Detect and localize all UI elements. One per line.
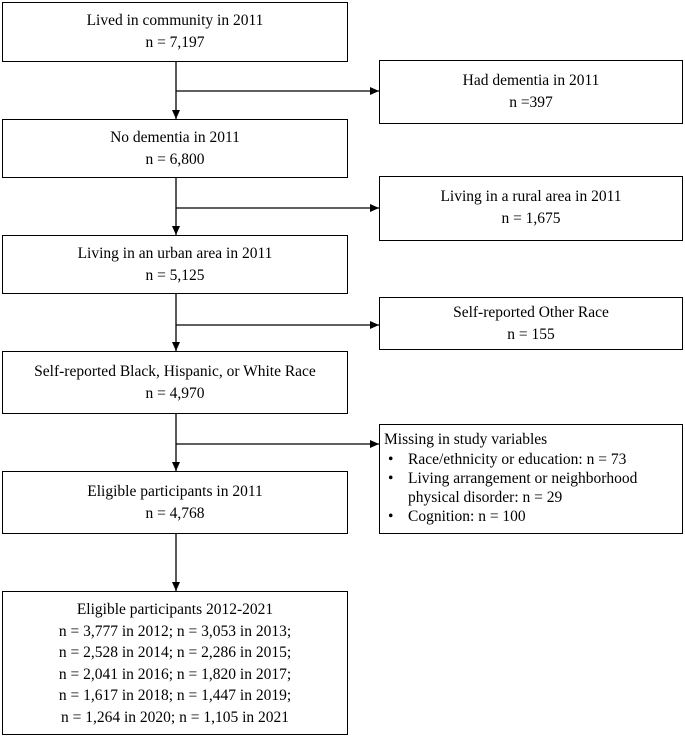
box-title: Living in an urban area in 2011 — [77, 245, 273, 262]
box-rural-area: Living in a rural area in 2011 n = 1,675 — [379, 176, 683, 241]
box-title: Had dementia in 2011 — [462, 72, 600, 89]
missing-item-cognition: Cognition: n = 100 — [380, 507, 682, 526]
box-title: Living in a rural area in 2011 — [440, 188, 622, 205]
box-missing-variables: Missing in study variables Race/ethnicit… — [379, 424, 683, 534]
final-title: Eligible participants 2012-2021 — [76, 601, 274, 618]
box-eligible-2012-2021: Eligible participants 2012-2021 n = 3,77… — [2, 591, 348, 735]
missing-item-living-arrangement: Living arrangement or neighborhood physi… — [380, 469, 682, 507]
box-lived-in-community: Lived in community in 2011 n = 7,197 — [2, 2, 348, 62]
box-title: No dementia in 2011 — [110, 129, 240, 146]
box-eligible-2011: Eligible participants in 2011 n = 4,768 — [2, 471, 348, 534]
box-count: n =397 — [509, 94, 553, 111]
box-count: n = 4,970 — [145, 385, 205, 402]
box-count: n = 5,125 — [145, 267, 205, 284]
missing-list: Race/ethnicity or education: n = 73 Livi… — [380, 450, 682, 526]
box-had-dementia: Had dementia in 2011 n =397 — [379, 60, 683, 124]
box-urban-area: Living in an urban area in 2011 n = 5,12… — [2, 235, 348, 294]
final-line-1: n = 3,777 in 2012; n = 3,053 in 2013; — [58, 622, 292, 640]
box-count: n = 1,675 — [501, 210, 561, 227]
box-count: n = 6,800 — [145, 151, 205, 168]
final-line-4: n = 1,617 in 2018; n = 1,447 in 2019; — [58, 687, 292, 704]
box-count: n = 7,197 — [145, 34, 205, 51]
box-title: Eligible participants in 2011 — [87, 483, 263, 500]
box-no-dementia: No dementia in 2011 n = 6,800 — [2, 119, 348, 178]
box-title: Self-reported Other Race — [453, 304, 609, 321]
box-count: n = 4,768 — [145, 505, 205, 522]
final-line-2: n = 2,528 in 2014; n = 2,286 in 2015; — [58, 644, 292, 661]
missing-item-race-education: Race/ethnicity or education: n = 73 — [380, 450, 682, 469]
final-line-5: n = 1,264 in 2020; n = 1,105 in 2021 — [60, 708, 290, 726]
box-race-black-hispanic-white: Self-reported Black, Hispanic, or White … — [2, 351, 348, 414]
final-line-3: n = 2,041 in 2016; n = 1,820 in 2017; — [58, 665, 292, 683]
missing-title: Missing in study variables — [384, 431, 548, 448]
box-other-race: Self-reported Other Race n = 155 — [379, 297, 683, 350]
box-title: Self-reported Black, Hispanic, or White … — [34, 363, 316, 380]
box-title: Lived in community in 2011 — [86, 12, 264, 29]
box-count: n = 155 — [507, 326, 555, 343]
